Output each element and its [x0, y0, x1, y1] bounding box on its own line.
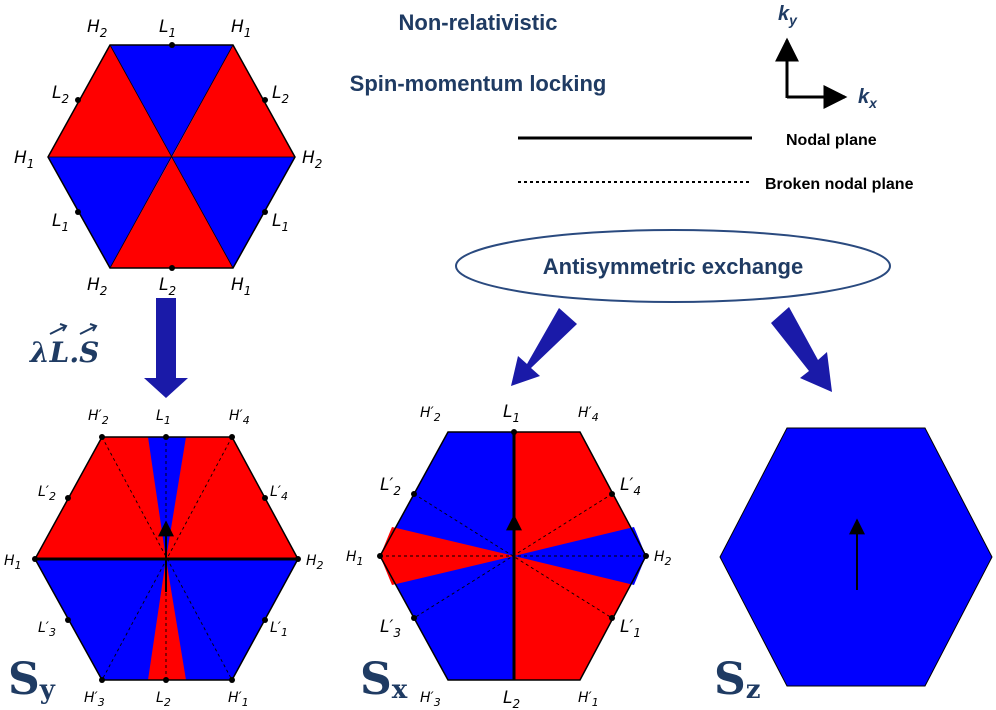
legend-broken-nodal-plane: Broken nodal plane: [765, 176, 914, 193]
sx-label-Lp4: L′4: [620, 475, 641, 498]
ky-label: ky: [778, 3, 798, 28]
label-H2-top: H2: [87, 17, 107, 40]
sy-label-H2: H2: [306, 553, 324, 572]
sy-label-L2: L2: [156, 690, 171, 709]
sy-label-Lp4: L′4: [270, 484, 288, 503]
label-L1-right: L1: [272, 211, 289, 234]
sx-label-Hp4: H′4: [578, 405, 599, 424]
soc-label: λL.S: [29, 336, 99, 369]
title-non-relativistic: Non-relativistic: [399, 10, 558, 35]
label-L2-bot: L2: [159, 275, 176, 298]
legend-nodal-plane: Nodal plane: [786, 132, 877, 149]
label-H1-bot: H1: [231, 275, 251, 298]
sy-label-Hp4: H′4: [229, 408, 250, 427]
label-L2-left: L2: [52, 83, 69, 106]
sy-label-Lp1: L′1: [270, 620, 288, 639]
sx-label-L1: L1: [503, 402, 520, 425]
exchange-bubble: Antisymmetric exchange: [455, 229, 891, 303]
sx-label-H1: H1: [346, 549, 364, 568]
hexagon-sy: H′2 L1 H′4 L′2 L′4 H1 H2 L′3 L′1 H′3 L2 …: [4, 408, 324, 709]
label-H1-left: H1: [14, 148, 34, 171]
down-arrow: [144, 298, 188, 398]
hexagon-sx: H′2 L1 H′4 L′2 L′4 H1 H2 L′3 L′1 H′3 L2 …: [346, 402, 672, 710]
legend: Nodal plane Broken nodal plane: [518, 132, 914, 193]
title-spin-momentum-locking: Spin-momentum locking: [350, 71, 607, 96]
sy-label-Lp2: L′2: [38, 484, 56, 503]
sx-label-Hp1: H′1: [578, 690, 599, 709]
diag-arrow-right: [771, 307, 832, 392]
sx-label-L2: L2: [503, 688, 520, 710]
sy-label-Lp3: L′3: [38, 620, 56, 639]
label-H2-right: H2: [302, 148, 322, 171]
vector-arrows: [49, 323, 98, 335]
sy-name: Sy: [8, 654, 56, 705]
k-axes: ky kx: [775, 3, 878, 111]
sx-name: Sx: [360, 654, 408, 705]
diag-arrow-left: [511, 308, 577, 386]
exchange-label: Antisymmetric exchange: [543, 254, 803, 279]
sy-label-L1: L1: [156, 408, 171, 427]
sx-label-Lp3: L′3: [380, 617, 401, 640]
label-H1-top: H1: [231, 17, 251, 40]
hexagon-sz: Sz: [714, 427, 993, 705]
label-H2-bot: H2: [87, 275, 107, 298]
sz-name: Sz: [714, 654, 761, 705]
label-L1-top: L1: [159, 17, 176, 40]
sy-label-Hp3: H′3: [84, 690, 105, 709]
hexagon-top: H2 L1 H1 L2 L2 H1 H2 L1 L1 H2 L2 H1: [14, 17, 322, 298]
label-L1-left: L1: [52, 211, 69, 234]
sy-label-Hp2: H′2: [88, 408, 109, 427]
sy-label-H1: H1: [4, 553, 22, 572]
sx-label-Lp2: L′2: [380, 475, 401, 498]
sx-label-H2: H2: [654, 549, 672, 568]
sx-label-Lp1: L′1: [620, 617, 641, 640]
kx-label: kx: [858, 86, 878, 111]
sy-label-Hp1: H′1: [228, 690, 249, 709]
label-L2-right: L2: [272, 83, 289, 106]
sx-label-Hp2: H′2: [420, 405, 441, 424]
sx-label-Hp3: H′3: [420, 690, 441, 709]
